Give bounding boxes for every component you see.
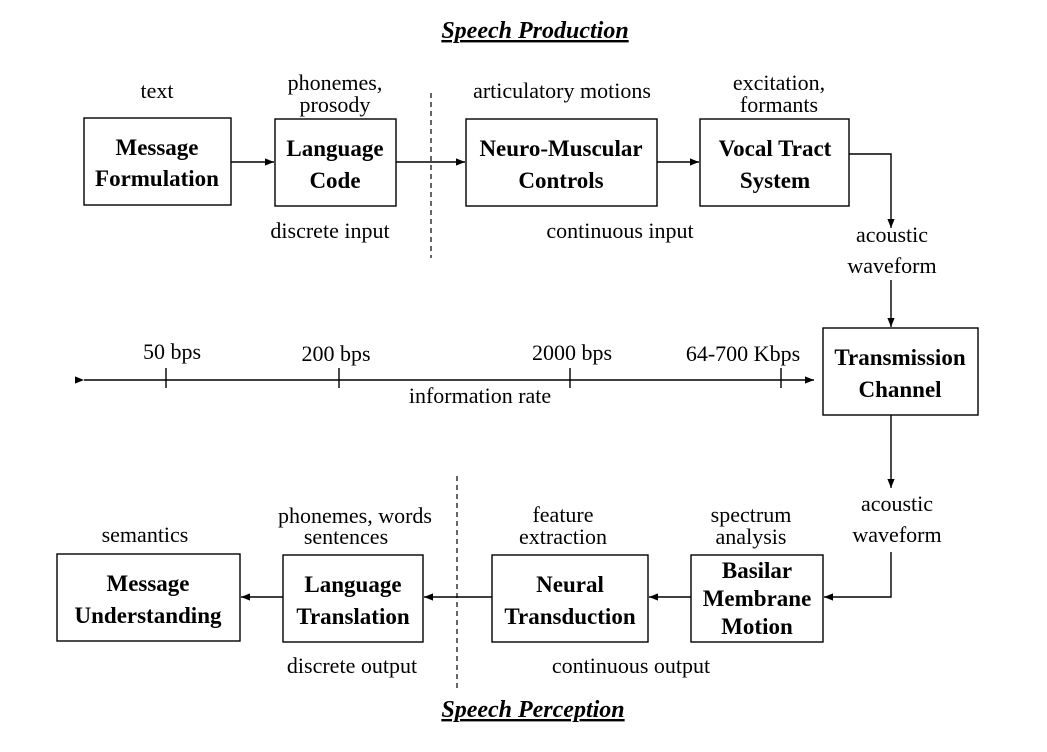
vocal-tract-system-box: Vocal Tract System <box>699 118 850 207</box>
excitation-formants-label-line2: formants <box>740 92 818 117</box>
acoustic-waveform-lower-line1: acoustic <box>861 491 933 516</box>
text-label: text <box>141 78 174 103</box>
continuous-input-label: continuous input <box>546 218 693 243</box>
svg-text:Understanding: Understanding <box>75 603 222 628</box>
tick-label-50bps: 50 bps <box>143 339 201 364</box>
excitation-formants-label-line1: excitation, <box>733 70 825 95</box>
svg-text:Neuro-Muscular: Neuro-Muscular <box>479 136 642 161</box>
svg-text:Vocal Tract: Vocal Tract <box>719 136 832 161</box>
tick-label-64-700kbps: 64-700 Kbps <box>686 341 800 366</box>
svg-text:Message: Message <box>106 571 189 596</box>
neural-transduction-box: Neural Transduction <box>491 554 649 643</box>
speech-perception-title: Speech Perception <box>441 697 624 723</box>
discrete-output-label: discrete output <box>287 653 417 678</box>
svg-text:System: System <box>740 168 810 193</box>
acoustic-waveform-upper-line2: waveform <box>847 253 936 278</box>
phonemes-words-sentences-line2: sentences <box>304 524 388 549</box>
spectrum-analysis-line2: analysis <box>716 524 787 549</box>
tick-label-2000bps: 2000 bps <box>532 340 612 365</box>
svg-text:Translation: Translation <box>296 604 410 629</box>
phonemes-prosody-label-line1: phonemes, <box>288 70 383 95</box>
svg-text:Channel: Channel <box>858 377 941 402</box>
svg-text:Transmission: Transmission <box>834 345 965 370</box>
svg-text:Transduction: Transduction <box>504 604 635 629</box>
discrete-input-label: discrete input <box>270 218 389 243</box>
svg-text:Code: Code <box>309 168 360 193</box>
semantics-label: semantics <box>102 522 189 547</box>
tick-label-200bps: 200 bps <box>301 341 370 366</box>
message-understanding-box: Message Understanding <box>56 553 241 642</box>
svg-text:Message: Message <box>115 135 198 160</box>
svg-text:Neural: Neural <box>536 572 604 597</box>
svg-text:Language: Language <box>304 572 401 597</box>
arrow-acoustic-to-basilar <box>824 552 892 601</box>
language-translation-box: Language Translation <box>282 554 424 643</box>
spectrum-analysis-line1: spectrum <box>711 502 792 527</box>
svg-text:Formulation: Formulation <box>95 166 219 191</box>
acoustic-waveform-upper-line1: acoustic <box>856 222 928 247</box>
speech-production-title: Speech Production <box>441 18 628 44</box>
language-code-box: Language Code <box>274 118 397 207</box>
feature-extraction-line2: extraction <box>519 524 607 549</box>
transmission-channel-box: Transmission Channel <box>822 327 979 416</box>
svg-text:Language: Language <box>286 136 383 161</box>
articulatory-motions-label: articulatory motions <box>473 78 651 103</box>
svg-text:Basilar: Basilar <box>722 558 792 583</box>
continuous-output-label: continuous output <box>552 653 710 678</box>
feature-extraction-line1: feature <box>532 502 593 527</box>
phonemes-words-sentences-line1: phonemes, words <box>278 503 432 528</box>
phonemes-prosody-label-line2: prosody <box>300 92 371 117</box>
svg-text:Controls: Controls <box>518 168 603 193</box>
basilar-membrane-motion-box: Basilar Membrane Motion <box>690 554 824 643</box>
information-rate-label: information rate <box>409 383 551 408</box>
svg-text:Membrane: Membrane <box>703 586 812 611</box>
message-formulation-box: Message Formulation <box>83 117 232 206</box>
arrow-vocal-to-acoustic <box>849 153 895 228</box>
neuro-muscular-controls-box: Neuro-Muscular Controls <box>465 118 658 207</box>
svg-text:Motion: Motion <box>721 614 793 639</box>
acoustic-waveform-lower-line2: waveform <box>852 522 941 547</box>
